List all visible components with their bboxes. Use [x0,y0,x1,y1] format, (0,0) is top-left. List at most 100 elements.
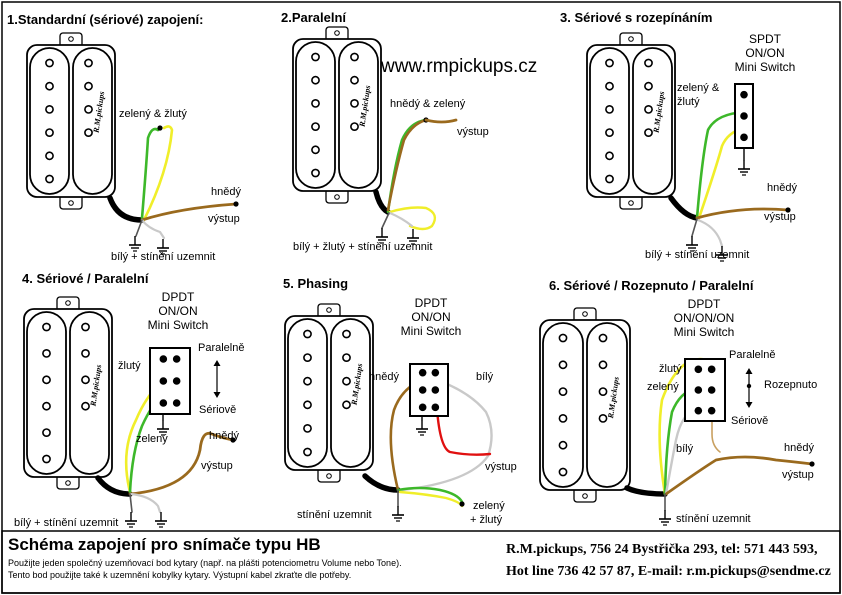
switch-lug [694,365,703,374]
diagram-1-label-brown: hnědý [211,186,241,198]
pole-piece-icon [350,122,359,131]
switch-lug [418,386,427,394]
coil-right [69,311,110,475]
diagram-5-label-brown: hnědý [369,371,399,383]
arrow-head-up [745,368,753,374]
wire-shield-2 [381,212,390,229]
pickup-cable-2 [373,189,391,215]
pole-piece-icon [605,58,614,68]
pole-piece-icon [644,105,653,114]
wire-green-5 [396,486,464,504]
diagram-6-label-yellow: žlutý [659,363,682,375]
ground-icon-2a [376,228,388,244]
diagram-5-label-shield: stínění uzemnit [297,509,372,521]
pole-piece-icon [303,423,312,433]
pickup-cable-4 [95,475,133,497]
diagram-3-label-brown: hnědý [767,182,797,194]
pole-piece-icon [311,145,320,155]
switch-lug [740,133,748,142]
diagram-4-label-series: Sériově [199,404,237,416]
switch-lug [740,90,748,99]
switch-lug [159,399,168,407]
ground-icon-3b [716,246,728,262]
diagram-4-title: 4. Sériové / Paralelní [22,271,149,286]
pole-piece-icon [303,353,312,362]
diagram-2-label-ground: bílý + žlutý + stínění uzemnit [293,241,433,253]
pole-piece-icon [350,99,359,108]
diagram-4-label-brown: hnědý [209,430,239,442]
switch-lug [431,368,440,377]
pole-piece-icon [311,122,320,131]
mounting-screw-icon [65,480,71,486]
diagram-2-title: 2.Paralelní [281,10,347,25]
pole-piece-icon [42,322,51,332]
wire-brown-2 [386,118,428,212]
pole-piece-icon [342,400,351,410]
pole-piece-icon [350,52,359,62]
coil-left [287,318,328,468]
pickup-1: R.M.pickups [26,32,116,210]
footer-contact-hotline: Hot line 736 42 57 87, E-mail: r.m.picku… [506,564,831,579]
diagram-5-switch-positions: ON/ON [411,310,451,324]
wire-white-5 [400,378,493,492]
diagram-5-label-white: bílý [476,371,494,383]
switch-lug [707,365,716,374]
wire-brown-4 [128,431,235,496]
pole-piece-icon [81,348,90,358]
wire-white-1 [140,218,166,240]
ground-icon-4b [155,512,167,528]
ground-icon-5b [392,506,404,522]
pickup-cable-3 [668,195,700,221]
wire-white-3 [696,218,724,248]
diagram-5-title: 5. Phasing [283,276,349,291]
pole-piece-icon [45,81,54,91]
diagram-3-label-yellow: žlutý [677,96,700,108]
switch-lug [740,112,748,120]
switch-lug [159,377,168,385]
ground-icon-3c [738,160,750,176]
switch-lug [431,403,440,412]
diagram-6-label-open: Rozepnuto [764,379,818,391]
diagram-5-switch-type: DPDT [414,296,448,310]
switch-lug [418,403,427,412]
pole-piece-icon [45,105,54,114]
diagram-2-label-brown-green: hnědý & zelený [390,98,466,110]
pickup-3: R.M.pickups [586,32,676,210]
double-arrow-icon-4 [213,360,221,398]
diagram-1-title: 1.Standardní (sériové) zapojení: [7,12,204,27]
diagram-5-label-green: zelený [473,500,505,512]
switch-lug [159,355,168,363]
pickup-cable-1 [107,195,145,223]
pole-piece-icon [598,333,608,343]
switch-lug [431,386,440,394]
wire-yellow-2 [388,206,437,231]
diagram-5-label-output: výstup [485,461,517,473]
wire-brown-6 [664,455,814,496]
wire-brown-1 [140,202,238,222]
ground-icon-2b [407,229,419,245]
switch-lug [418,368,427,377]
pickup-5: R.M.pickups [284,303,374,483]
switch-lug [707,386,716,394]
diagram-5-switch-name: Mini Switch [400,324,462,338]
diagram-4-label-green: zelený [136,433,168,445]
diagram-3-switch-name: Mini Switch [734,60,796,74]
diagram-6-switch-name: Mini Switch [673,325,735,339]
pole-piece-icon [605,105,614,114]
diagram-3-switch-type: SPDT [748,32,781,46]
diagram-4-label-parallel: Paralelně [198,342,245,354]
coil-right [338,41,379,189]
output-point-6 [809,461,815,467]
dpdt-switch-4 [149,347,191,415]
coil-right [72,47,113,195]
pickup-2: R.M.pickups [292,26,382,204]
pole-piece-icon [558,360,568,370]
pole-piece-icon [598,413,608,423]
pickup-cable-6 [624,485,668,497]
switch-lug [172,399,181,407]
diagram-6-label-brown: hnědý [784,442,814,454]
switch-body [684,358,726,422]
pole-piece-icon [598,360,608,370]
switch-lug [172,355,181,363]
